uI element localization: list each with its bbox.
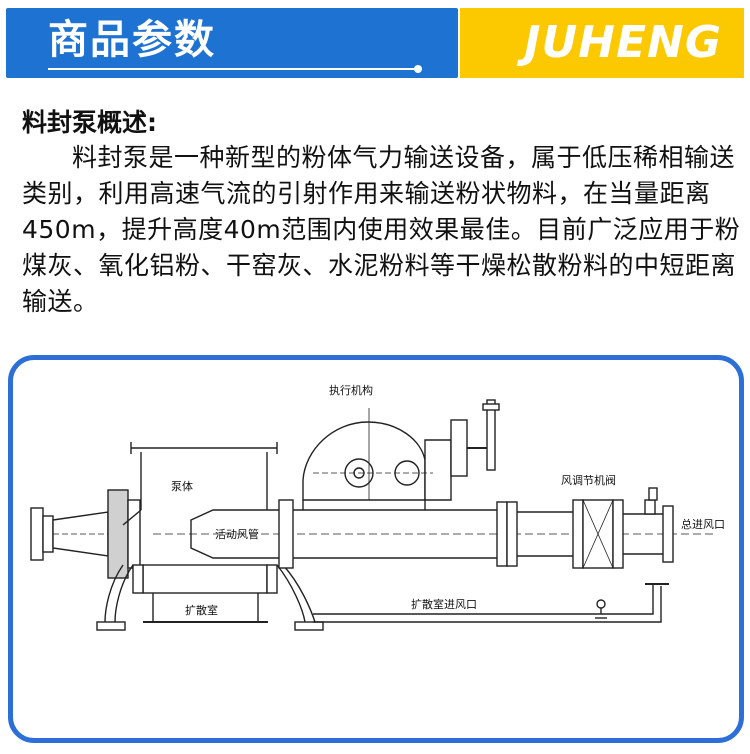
outlet-valve-cap xyxy=(648,487,658,501)
pump-body xyxy=(96,442,324,631)
brand-logo: JUHENG xyxy=(524,17,722,68)
label-air-regulating-valve: 风调节机阀 xyxy=(561,473,616,487)
pump-diagram-frame: 执行机构 泵体 活动风管 扩散室 风调节机阀 总进风口 扩散室进风口 xyxy=(8,355,744,743)
label-main-air-inlet: 总进风口 xyxy=(681,517,725,531)
description-body: 料封泵是一种新型的粉体气力输送设备，属于低压稀相输送类别，利用高速气流的引射作用… xyxy=(22,143,741,316)
page-title: 商品参数 xyxy=(48,17,216,63)
header-banner: 商品参数 JUHENG xyxy=(0,0,750,84)
pump-diagram: 执行机构 泵体 活动风管 扩散室 风调节机阀 总进风口 扩散室进风口 xyxy=(30,383,725,631)
title-panel: 商品参数 xyxy=(6,8,458,78)
actuator xyxy=(302,399,500,510)
description-section: 料封泵概述: 料封泵是一种新型的粉体气力输送设备，属于低压稀相输送类别，利用高速… xyxy=(22,106,742,320)
inlet-nozzle xyxy=(30,489,141,579)
label-actuator: 执行机构 xyxy=(329,383,373,397)
label-diffusion-chamber-air-inlet: 扩散室进风口 xyxy=(411,597,477,611)
diffusion-air-pipe xyxy=(313,583,669,623)
label-diffusion-chamber: 扩散室 xyxy=(185,603,218,617)
description-heading: 料封泵概述: xyxy=(22,108,157,137)
label-movable-air-pipe: 活动风管 xyxy=(215,527,259,541)
main-pipe xyxy=(278,499,674,569)
brand-panel: JUHENG xyxy=(460,8,744,78)
label-pump-body: 泵体 xyxy=(171,479,193,493)
title-underline-dot xyxy=(414,65,422,73)
title-underline xyxy=(48,68,420,70)
